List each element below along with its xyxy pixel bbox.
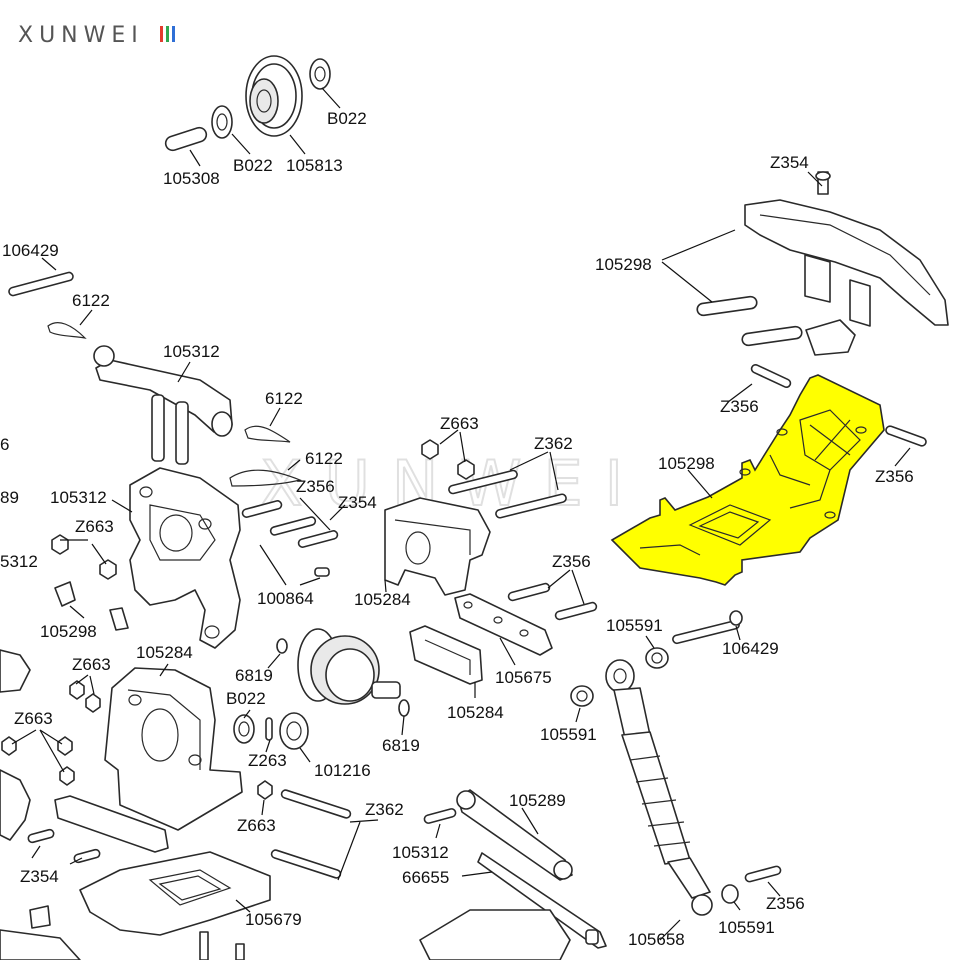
label-edge-6: 6 bbox=[0, 435, 9, 454]
spur-gear-assembly bbox=[164, 55, 341, 167]
label-6122-mid: 6122 bbox=[265, 389, 303, 408]
label-106429-right: 106429 bbox=[722, 639, 779, 658]
body-clip-6122-left bbox=[47, 309, 93, 339]
brand-logo-text: XUNWEI bbox=[18, 23, 144, 48]
label-105591-mid: 105591 bbox=[540, 725, 597, 744]
label-z354-center: Z354 bbox=[338, 493, 377, 512]
nuts-and-screws-center bbox=[51, 497, 346, 586]
skid-plate-screws bbox=[687, 364, 927, 499]
suspension-link-105289 bbox=[419, 789, 607, 960]
skid-plate-105298-highlighted[interactable] bbox=[610, 374, 885, 586]
hinge-brace-105675 bbox=[454, 593, 553, 666]
label-b022-gear: B022 bbox=[233, 156, 273, 175]
label-z663-gearbox: Z663 bbox=[440, 414, 479, 433]
label-z356-center: Z356 bbox=[296, 477, 335, 496]
label-105312-lower: 105312 bbox=[392, 843, 449, 862]
label-105289: 105289 bbox=[509, 791, 566, 810]
clip-105298-left bbox=[54, 581, 129, 631]
label-105298-bumper: 105298 bbox=[595, 255, 652, 274]
label-66655: 66655 bbox=[402, 868, 449, 887]
front-bumper bbox=[661, 171, 949, 356]
label-6122-lower: 6122 bbox=[305, 449, 343, 468]
brand-logo: XUNWEI bbox=[18, 23, 175, 48]
rear-bulkhead-105312 bbox=[111, 467, 241, 649]
label-z362-gearbox: Z362 bbox=[534, 434, 573, 453]
label-105591-lower: 105591 bbox=[718, 918, 775, 937]
label-z354-lower: Z354 bbox=[20, 867, 59, 886]
shock-absorber-105658 bbox=[605, 659, 713, 941]
gearbox-insert-105284 bbox=[409, 625, 483, 698]
label-z263: Z263 bbox=[248, 751, 287, 770]
label-105312-post: 105312 bbox=[163, 342, 220, 361]
label-105658: 105658 bbox=[628, 930, 685, 949]
label-101216: 101216 bbox=[314, 761, 371, 780]
body-clips-6122 bbox=[229, 407, 302, 487]
chassis-plate-105679 bbox=[0, 851, 271, 960]
label-z356-skid-right: Z356 bbox=[875, 467, 914, 486]
label-100864: 100864 bbox=[257, 589, 314, 608]
label-105284-top: 105284 bbox=[354, 590, 411, 609]
label-105312-bulkhead: 105312 bbox=[50, 488, 107, 507]
hinge-pins-z356-mid bbox=[507, 569, 598, 621]
label-105284-insert: 105284 bbox=[447, 703, 504, 722]
label-z663-lower-a: Z663 bbox=[72, 655, 111, 674]
nuts-z663-lower-left bbox=[1, 674, 273, 816]
label-106429-left: 106429 bbox=[2, 241, 59, 260]
label-105679: 105679 bbox=[245, 910, 302, 929]
shock-hardware-right bbox=[570, 610, 782, 945]
gearbox-housing-105284-lower bbox=[104, 663, 243, 831]
label-z663-lower-c: Z663 bbox=[237, 816, 276, 835]
label-z663-lower-b: Z663 bbox=[14, 709, 53, 728]
label-105284-lower: 105284 bbox=[136, 643, 193, 662]
label-6819-right: 6819 bbox=[382, 736, 420, 755]
hinge-pins-z362-lower bbox=[270, 789, 379, 881]
label-z356-skid-left: Z356 bbox=[720, 397, 759, 416]
label-105308: 105308 bbox=[163, 169, 220, 188]
label-b022-diff: B022 bbox=[226, 689, 266, 708]
label-z663-bulkhead: Z663 bbox=[75, 517, 114, 536]
label-z356-mid: Z356 bbox=[552, 552, 591, 571]
label-105675: 105675 bbox=[495, 668, 552, 687]
label-105591-top: 105591 bbox=[606, 616, 663, 635]
left-hinge-pin-106429 bbox=[8, 257, 74, 297]
label-z362-lower: Z362 bbox=[365, 800, 404, 819]
label-edge-89: 89 bbox=[0, 488, 19, 507]
label-6122-left: 6122 bbox=[72, 291, 110, 310]
label-105298-clip: 105298 bbox=[40, 622, 97, 641]
part-number-labels: B022 B022 105813 105308 Z354 105298 1064… bbox=[0, 109, 914, 949]
differential-101216 bbox=[233, 628, 410, 763]
label-z356-lower-right: Z356 bbox=[766, 894, 805, 913]
label-b022-top: B022 bbox=[327, 109, 367, 128]
body-post-mount-105312 bbox=[93, 345, 233, 465]
label-105312-edge: 5312 bbox=[0, 552, 38, 571]
brace-105312-lower-left bbox=[0, 649, 169, 865]
gearbox-housing-105284-top bbox=[384, 429, 567, 596]
label-z354-bumper: Z354 bbox=[770, 153, 809, 172]
label-105813: 105813 bbox=[286, 156, 343, 175]
label-6819-left: 6819 bbox=[235, 666, 273, 685]
label-105298-skid: 105298 bbox=[658, 454, 715, 473]
